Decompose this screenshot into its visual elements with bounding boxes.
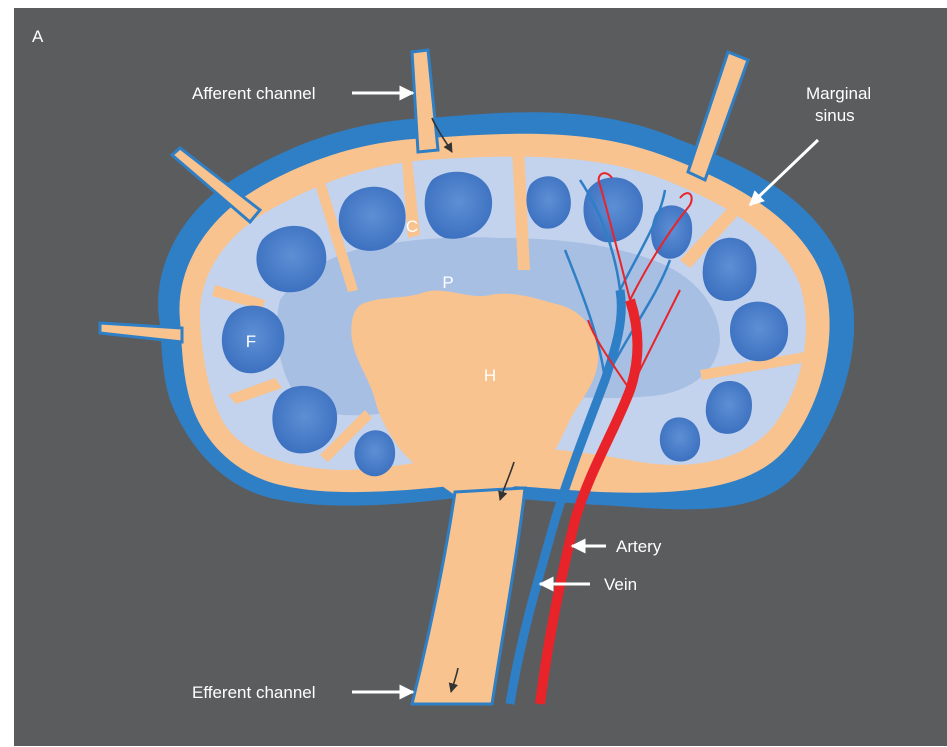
follicle	[730, 302, 788, 362]
follicle	[660, 417, 700, 461]
vein-label: Vein	[604, 575, 637, 594]
follicle	[256, 226, 326, 292]
marginal-sinus-label-line2: sinus	[815, 106, 855, 125]
panel-letter: A	[32, 27, 44, 46]
marginal-sinus-label-line1: Marginal	[806, 84, 871, 103]
cortex-label: C	[406, 217, 418, 236]
efferent-channel-label: Efferent channel	[192, 683, 316, 702]
follicle	[526, 176, 570, 228]
follicle	[703, 238, 757, 301]
afferent-channel-label: Afferent channel	[192, 84, 316, 103]
hilum-label: H	[484, 366, 496, 385]
artery-label: Artery	[616, 537, 662, 556]
follicle-label: F	[246, 332, 256, 351]
paracortex-label: P	[442, 273, 453, 292]
